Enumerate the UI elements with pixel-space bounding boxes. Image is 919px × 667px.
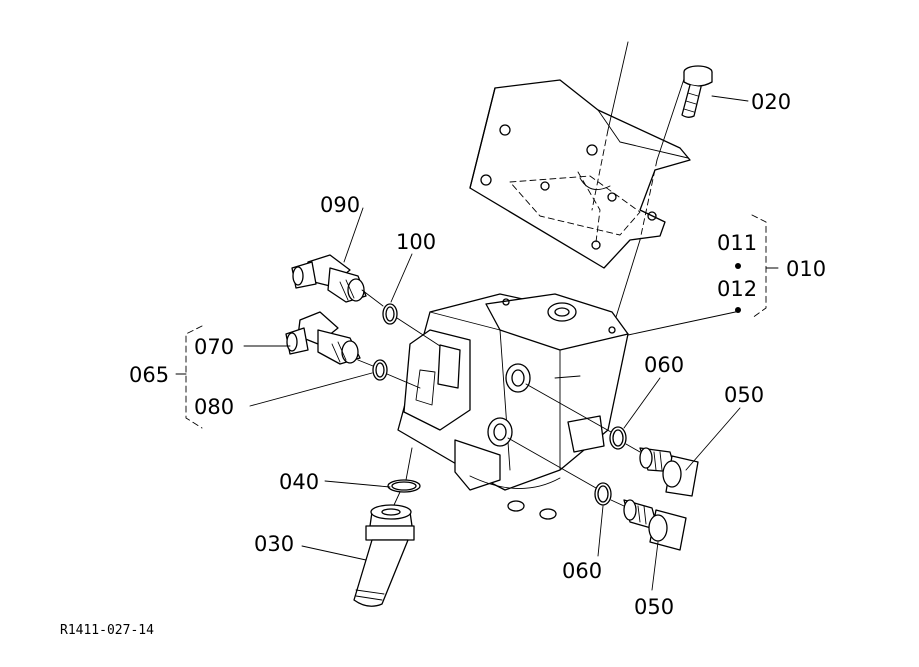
label-011: 011	[717, 231, 757, 255]
elbow-fitting-050-upper	[639, 447, 699, 497]
mounting-bracket	[469, 79, 691, 269]
label-010: 010	[786, 257, 826, 281]
o-ring-040	[387, 479, 421, 493]
label-060-upper: 060	[644, 353, 684, 377]
label-050-upper: 050	[724, 383, 764, 407]
elbow-fitting-050-lower	[623, 499, 687, 551]
assembly-lines	[357, 289, 641, 507]
label-060-lower: 060	[562, 559, 602, 583]
label-030: 030	[254, 532, 294, 556]
label-020: 020	[751, 90, 791, 114]
label-100: 100	[396, 230, 436, 254]
label-040: 040	[279, 470, 319, 494]
adapter-030	[353, 504, 415, 607]
steering-shaft	[591, 41, 688, 331]
o-ring-060-lower	[594, 482, 612, 506]
o-ring-100	[382, 303, 398, 325]
group-bracket-065	[175, 325, 203, 429]
label-012: 012	[717, 277, 757, 301]
bolt-020	[681, 65, 713, 118]
label-080: 080	[194, 395, 234, 419]
elbow-fitting-070	[285, 311, 361, 365]
label-090: 090	[320, 193, 360, 217]
label-070: 070	[194, 335, 234, 359]
leader-lines	[243, 95, 749, 591]
o-ring-060-upper	[609, 426, 627, 450]
valve-body	[397, 293, 629, 520]
label-065: 065	[129, 363, 169, 387]
o-ring-080	[372, 359, 388, 381]
label-050-lower: 050	[634, 595, 674, 619]
reference-code: R1411-027-14	[60, 623, 154, 638]
elbow-fitting-090	[291, 254, 367, 303]
group-bracket-010	[735, 214, 779, 319]
